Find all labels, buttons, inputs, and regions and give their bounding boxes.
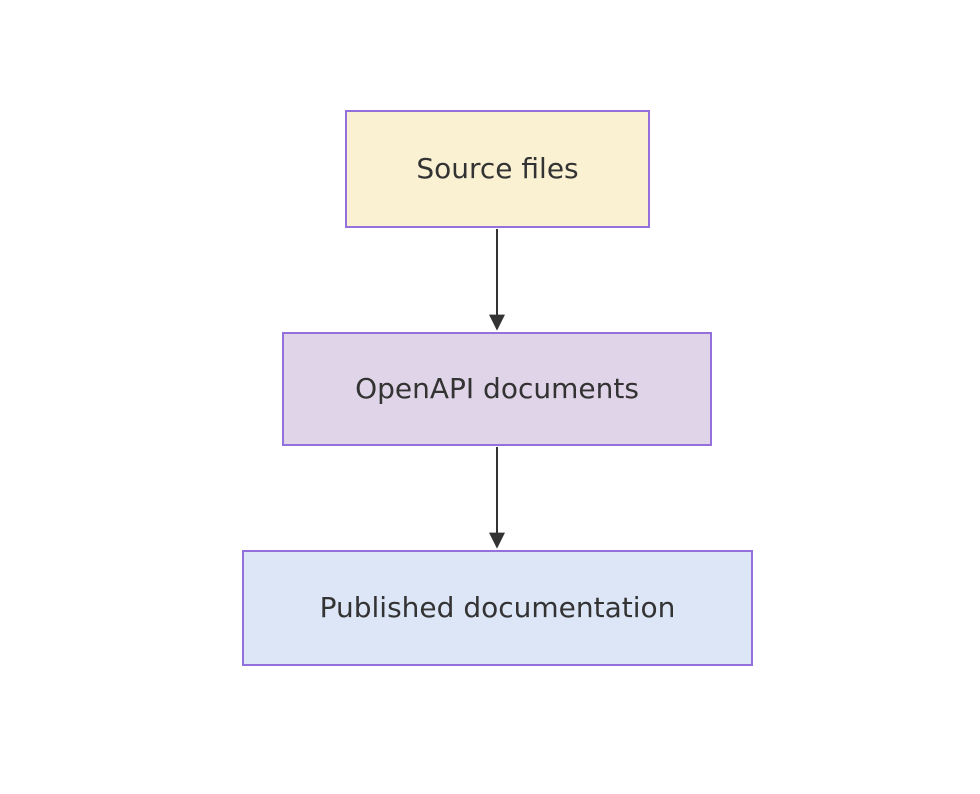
- node-openapi-documents-label: OpenAPI documents: [355, 372, 639, 406]
- node-published-documentation: Published documentation: [242, 550, 753, 666]
- node-openapi-documents: OpenAPI documents: [282, 332, 712, 446]
- node-source-files-label: Source files: [416, 152, 579, 186]
- node-published-documentation-label: Published documentation: [319, 591, 676, 625]
- node-source-files: Source files: [345, 110, 650, 228]
